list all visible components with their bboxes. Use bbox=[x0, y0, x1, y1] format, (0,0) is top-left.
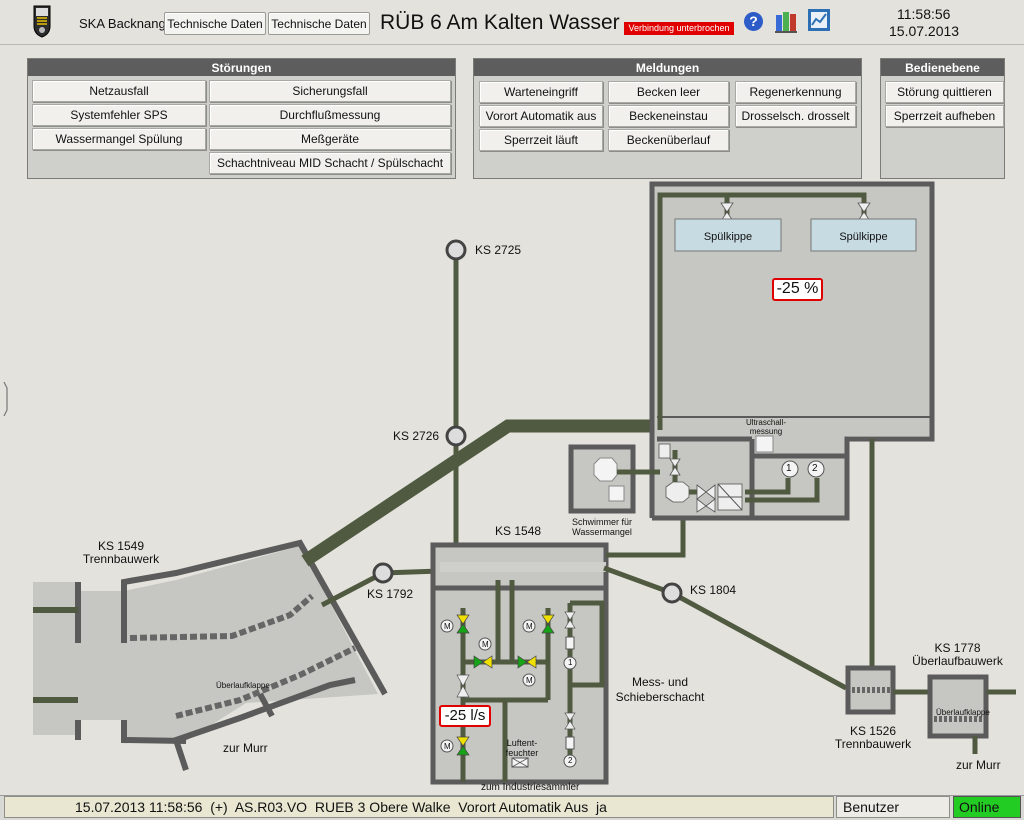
motor-icons[interactable] bbox=[440, 619, 536, 753]
pump-2-label: 2 bbox=[812, 463, 818, 474]
ks1526-label: KS 1526 Trennbauwerk bbox=[834, 724, 912, 751]
spuelkippe-1 bbox=[674, 218, 782, 252]
meter-label-1: 1 bbox=[568, 658, 573, 667]
ks1549-floor bbox=[33, 546, 378, 741]
site-name: SKA Backnang bbox=[79, 16, 166, 31]
ks2725-label: KS 2725 bbox=[475, 243, 522, 257]
meldung-becken-leer[interactable]: Becken leer bbox=[608, 81, 729, 103]
flow-value: -25 l/s bbox=[444, 707, 486, 724]
ks1792-label: KS 1792 bbox=[367, 587, 414, 601]
pumps[interactable] bbox=[781, 460, 825, 478]
stoerung-netzausfall[interactable]: Netzausfall bbox=[32, 80, 206, 102]
ks1548-valves[interactable] bbox=[456, 611, 576, 756]
connection-status-badge: Verbindung unterbrochen bbox=[624, 22, 734, 35]
books-icon[interactable] bbox=[775, 9, 797, 33]
ks1778-structure bbox=[927, 674, 989, 739]
level-value: -25 % bbox=[776, 280, 819, 297]
tank-floor bbox=[652, 184, 932, 518]
meldung-regenerkennung[interactable]: Regenerkennung bbox=[735, 81, 856, 103]
ks2726-label: KS 2726 bbox=[393, 429, 440, 443]
stoerung-messgeraete[interactable]: Meßgeräte bbox=[209, 128, 451, 150]
meldungen-title: Meldungen bbox=[474, 59, 861, 76]
stoerung-schachtniveau[interactable]: Schachtniveau MID Schacht / Spülschacht bbox=[209, 152, 451, 174]
stoerung-sicherungsfall[interactable]: Sicherungsfall bbox=[209, 80, 451, 102]
header-time: 11:58:56 bbox=[897, 6, 951, 22]
motor-label-4: M bbox=[526, 676, 533, 685]
status-message[interactable]: 15.07.2013 11:58:56 (+) AS.R03.VO RUEB 3… bbox=[4, 796, 834, 818]
spuelkippe-2 bbox=[810, 218, 917, 252]
online-status-badge: Online bbox=[953, 796, 1021, 818]
app-logo bbox=[33, 4, 51, 38]
meldung-vorort-automatik-aus[interactable]: Vorort Automatik aus bbox=[479, 105, 603, 127]
schwimmer-sensor bbox=[608, 485, 625, 502]
header-divider bbox=[0, 44, 1024, 45]
ultraschall-label: Ultraschall- messung bbox=[745, 418, 786, 436]
ks1549-weir-upper bbox=[129, 593, 314, 641]
luftentfeuchter-label: Luftent- feuchter bbox=[505, 738, 539, 758]
ks1548-meters bbox=[563, 636, 577, 768]
motor-label-3: M bbox=[526, 622, 533, 631]
tank-walls bbox=[649, 181, 935, 521]
stoerung-systemfehler-sps[interactable]: Systemfehler SPS bbox=[32, 104, 206, 126]
meter-label-2: 2 bbox=[568, 756, 573, 765]
sperrzeit-aufheben-button[interactable]: Sperrzeit aufheben bbox=[885, 105, 1004, 127]
ks1549-weir-lower bbox=[175, 645, 357, 719]
meldung-sperrzeit-laeuft[interactable]: Sperrzeit läuft bbox=[479, 129, 603, 151]
spuelkippe-1-label: Spülkippe bbox=[703, 231, 753, 243]
user-button[interactable]: Benutzer bbox=[836, 796, 950, 818]
meldung-warteneingriff[interactable]: Warteneingriff bbox=[479, 81, 603, 103]
help-icon[interactable]: ? bbox=[744, 12, 763, 31]
mess-schieberschacht-label: Mess- und Schieberschacht bbox=[615, 675, 705, 704]
stoerung-quittieren-button[interactable]: Störung quittieren bbox=[885, 81, 1004, 103]
main-pipe-to-tank bbox=[301, 419, 657, 567]
meldung-drosselsch-drosselt[interactable]: Drosselsch. drosselt bbox=[735, 105, 856, 127]
ks1548-label: KS 1548 bbox=[495, 524, 542, 538]
page-title: RÜB 6 Am Kalten Wasser bbox=[380, 11, 620, 34]
zur-murr-2-label: zur Murr bbox=[956, 758, 1001, 772]
stoerung-durchflussmessung[interactable]: Durchflußmessung bbox=[209, 104, 451, 126]
ueberlaufklappe-1-label: Überlaufklappe bbox=[216, 681, 270, 690]
schwimmer-float-icon bbox=[593, 457, 618, 482]
zur-murr-1-label: zur Murr bbox=[223, 741, 268, 755]
spuelkippe-2-label: Spülkippe bbox=[839, 231, 888, 243]
header-date: 15.07.2013 bbox=[889, 23, 960, 39]
zum-industriesammler-label: zum Industriesammler bbox=[481, 782, 580, 793]
meldung-beckeneinstau[interactable]: Beckeneinstau bbox=[608, 105, 729, 127]
ueberlaufklappe-2-label: Überlaufklappe bbox=[936, 708, 990, 717]
tab-technische-daten-1[interactable]: Technische Daten bbox=[164, 12, 266, 35]
stoerungen-title: Störungen bbox=[28, 59, 455, 76]
ks2725-manhole[interactable] bbox=[445, 239, 467, 261]
pump-room-valves[interactable] bbox=[658, 443, 743, 513]
ks1804-manhole[interactable] bbox=[661, 582, 683, 604]
motor-label-5: M bbox=[444, 742, 451, 751]
schwimmer-label: Schwimmer für Wassermangel bbox=[571, 517, 632, 537]
luftentfeuchter-cross-icon bbox=[511, 757, 529, 768]
motor-label-1: M bbox=[444, 622, 451, 631]
meldung-beckenueberlauf[interactable]: Beckenüberlauf bbox=[608, 129, 729, 151]
ks1778-label: KS 1778 Überlaufbauwerk bbox=[912, 641, 1003, 668]
ks1549-label: KS 1549 Trennbauwerk bbox=[82, 539, 160, 566]
ks2726-manhole[interactable] bbox=[445, 425, 467, 447]
pump-1-label: 1 bbox=[786, 463, 792, 474]
stoerung-wassermangel-spuelung[interactable]: Wassermangel Spülung bbox=[32, 128, 206, 150]
ks1792-manhole[interactable] bbox=[372, 562, 394, 584]
level-indicator-box bbox=[772, 278, 823, 301]
side-handle-icon[interactable] bbox=[3, 381, 8, 417]
trend-chart-icon[interactable] bbox=[808, 9, 830, 31]
tab-technische-daten-2[interactable]: Technische Daten bbox=[268, 12, 370, 35]
flow-value-box bbox=[439, 705, 491, 727]
ultraschall-sensor bbox=[755, 435, 774, 453]
ks1548-outline bbox=[430, 542, 609, 785]
ks1804-label: KS 1804 bbox=[690, 583, 737, 597]
bedienebene-title: Bedienebene bbox=[881, 59, 1004, 76]
motor-label-2: M bbox=[482, 640, 489, 649]
